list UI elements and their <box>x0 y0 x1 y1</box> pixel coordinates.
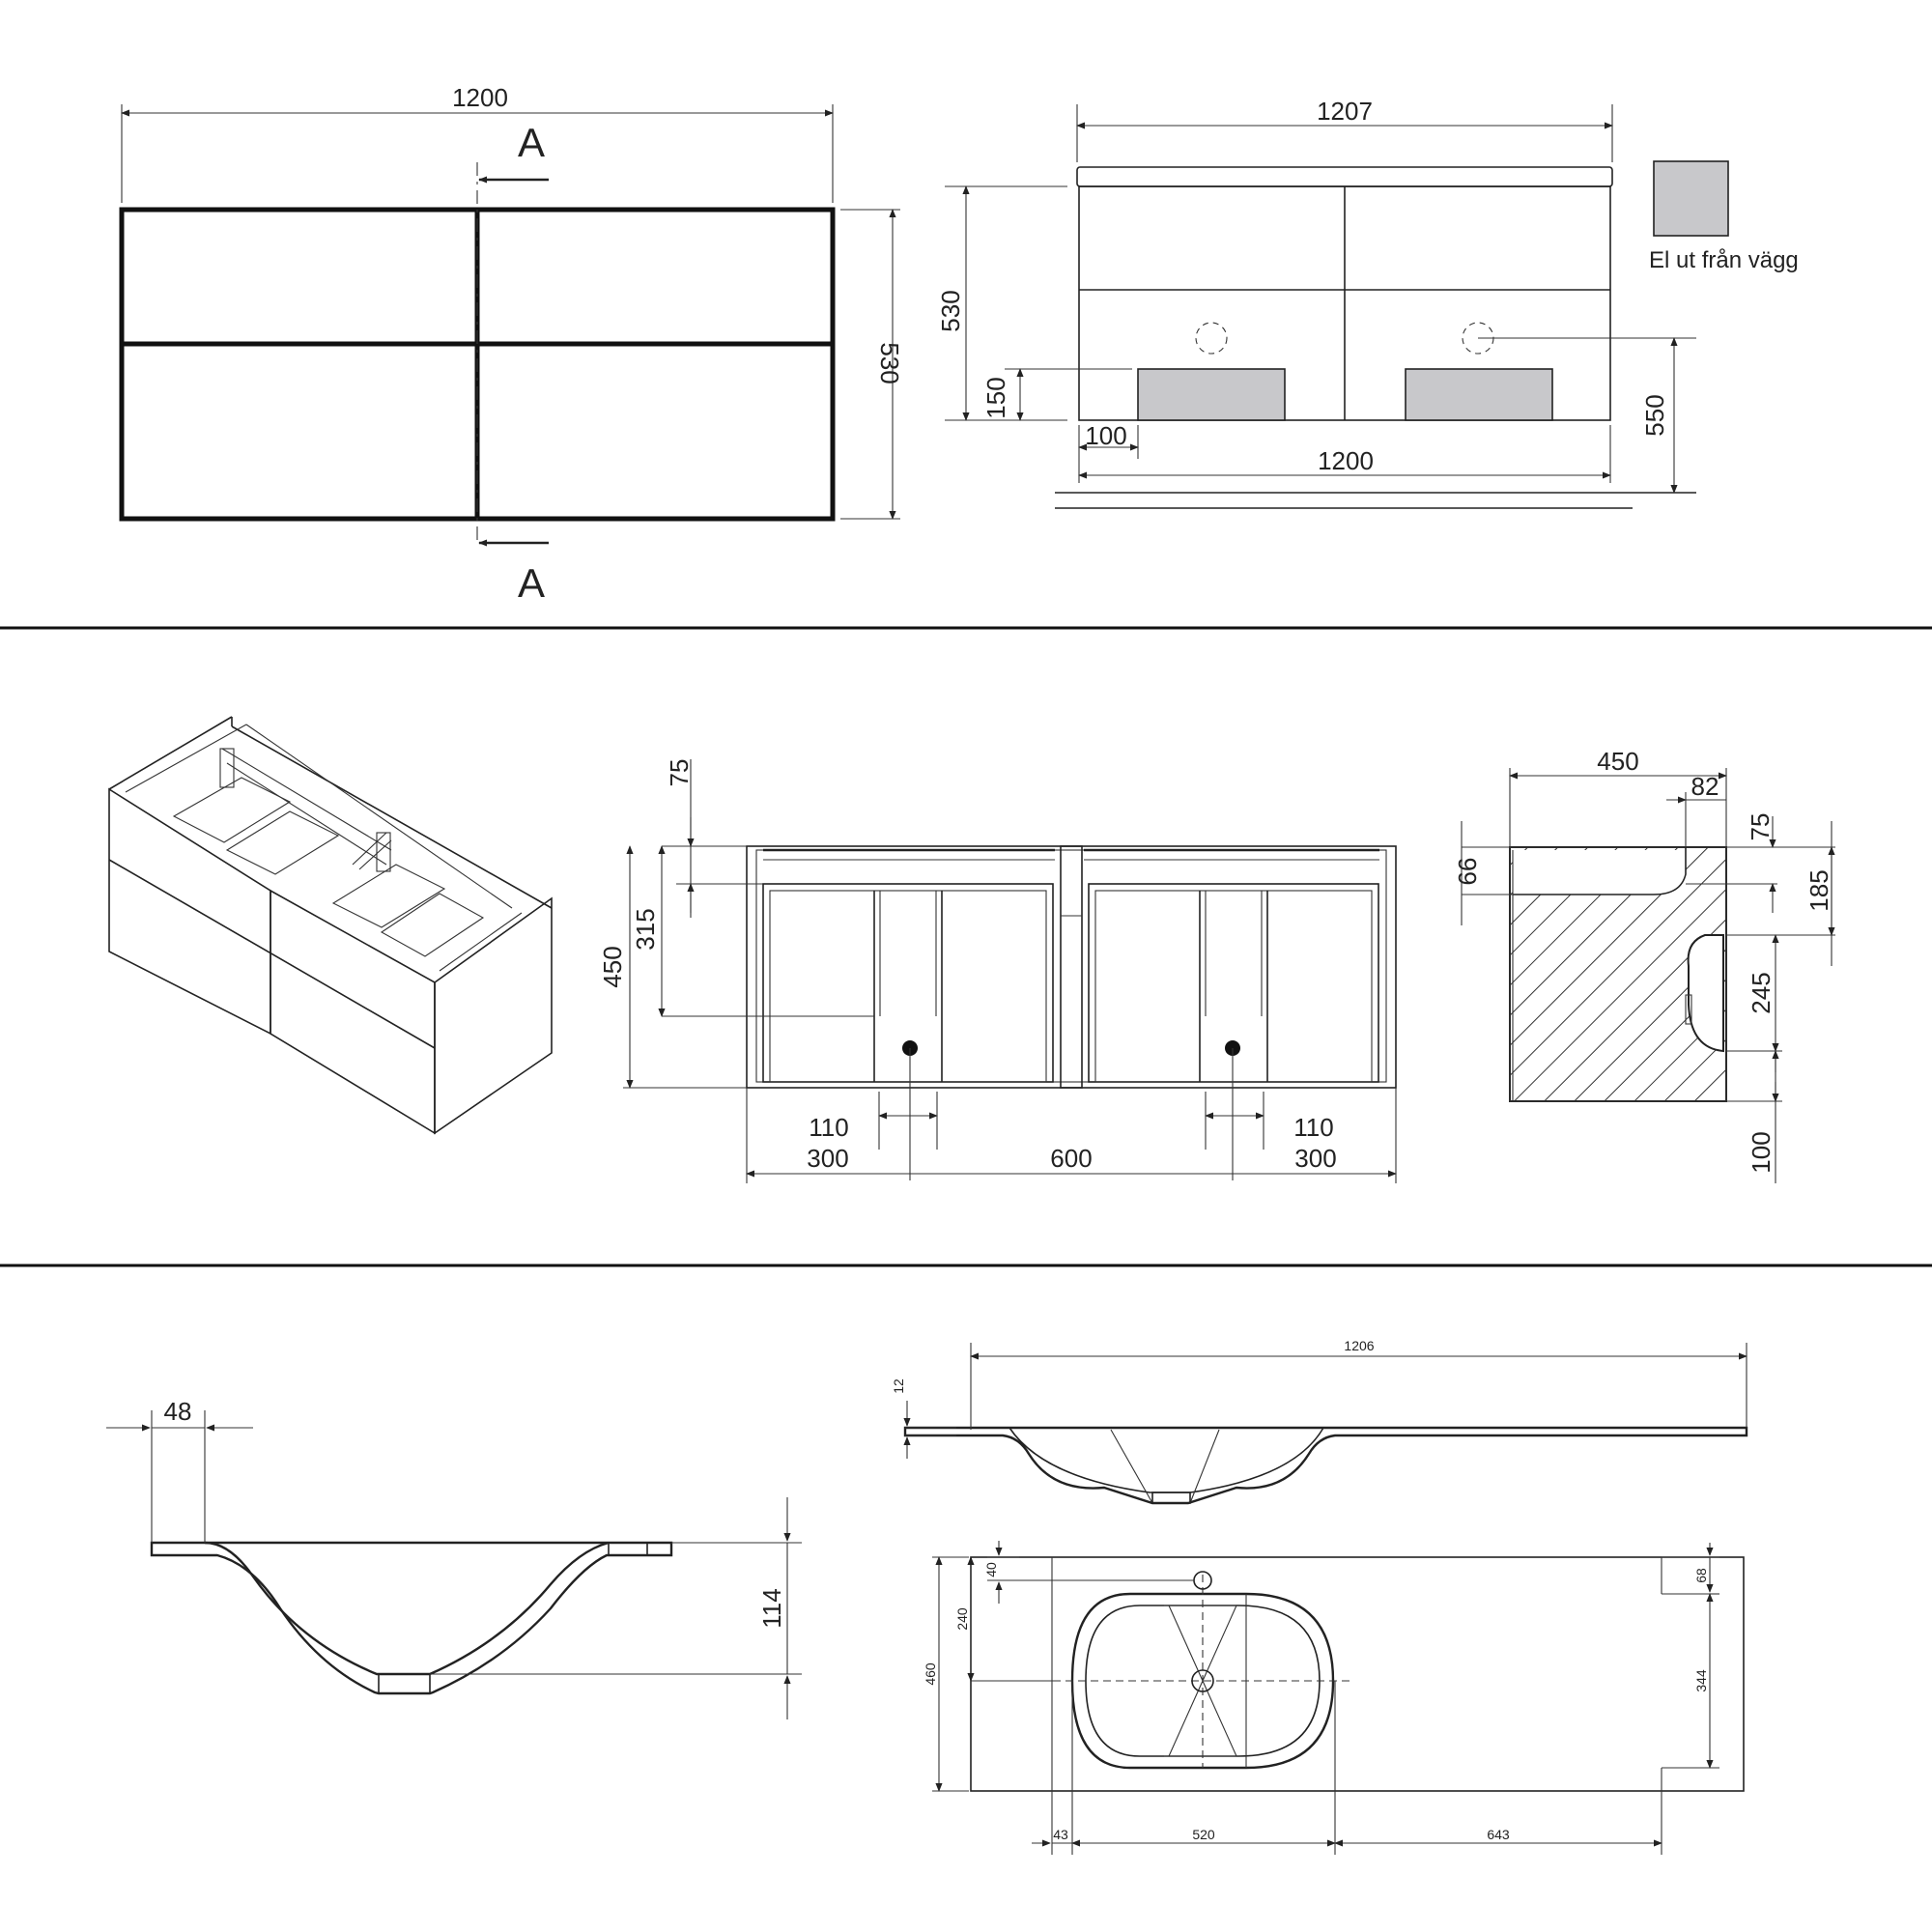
side-top-right-label: 75 <box>1746 813 1775 841</box>
rear-pipe-left-label: 110 <box>809 1113 848 1142</box>
basin-depth-label: 114 <box>757 1588 786 1628</box>
top-plan-width-label: 1200 <box>452 83 508 112</box>
rear-span-left-label: 300 <box>807 1144 848 1173</box>
rear-total-height-label: 450 <box>598 946 627 987</box>
basin-drain-offset-label: 240 <box>954 1607 970 1631</box>
front-floor-height-label: 550 <box>1640 394 1669 436</box>
front-width-top-label: 1207 <box>1317 97 1373 126</box>
side-middle-right-label: 245 <box>1747 972 1776 1013</box>
side-bottom-right-label: 100 <box>1747 1131 1776 1173</box>
basin-tap-offset-label: 40 <box>983 1562 999 1577</box>
rear-top-offset-label: 75 <box>665 759 694 787</box>
front-width-bottom-label: 1200 <box>1318 446 1374 475</box>
basin-thickness-label: 12 <box>891 1378 906 1394</box>
top-plan-depth-label: 530 <box>875 342 904 384</box>
front-offset-label: 100 <box>1085 421 1126 450</box>
legend-label: El ut från vägg <box>1649 247 1799 273</box>
rear-span-right-label: 300 <box>1294 1144 1336 1173</box>
side-rear-depth-label: 82 <box>1691 772 1719 801</box>
rear-span-center-label: 600 <box>1050 1144 1092 1173</box>
basin-right-margin-label: 643 <box>1487 1827 1510 1842</box>
side-section: 450 82 99 75 185 245 100 <box>1453 747 1835 1183</box>
side-depth-label: 450 <box>1597 747 1638 776</box>
electrical-zone-left <box>1137 368 1286 421</box>
basin-bowl-width-label: 520 <box>1192 1827 1215 1842</box>
basin-rim-width-label: 48 <box>164 1397 192 1426</box>
basin-right-top-label: 68 <box>1693 1568 1709 1583</box>
basin-total-depth-label: 460 <box>923 1662 938 1686</box>
front-height-label: 530 <box>936 290 965 331</box>
basin-section: 48 114 <box>106 1397 802 1719</box>
basin-right-depth-label: 344 <box>1693 1669 1709 1692</box>
rear-inner-height-label: 315 <box>631 908 660 950</box>
rear-view: 75 315 450 110 110 300 600 300 <box>598 759 1397 1183</box>
front-view: El ut från vägg 1207 530 150 100 1200 55… <box>936 97 1799 509</box>
side-upper-right-label: 185 <box>1804 869 1833 911</box>
section-mark-top: A <box>518 120 545 165</box>
basin-plan-view: 40 240 460 68 344 43 520 643 <box>923 1541 1745 1855</box>
rear-pipe-right-label: 110 <box>1293 1113 1333 1142</box>
top-plan-view: 1200 530 A A <box>119 83 904 606</box>
isometric-view <box>108 716 553 1135</box>
basin-long-section: 1206 12 <box>891 1338 1748 1505</box>
basin-left-margin-label: 43 <box>1053 1827 1068 1842</box>
legend-swatch <box>1653 160 1729 237</box>
front-lower-height-label: 150 <box>981 377 1010 418</box>
basin-length-label: 1206 <box>1344 1338 1374 1353</box>
side-top-left-label: 99 <box>1453 858 1482 886</box>
electrical-zone-right <box>1405 368 1553 421</box>
section-mark-bottom: A <box>518 560 545 606</box>
